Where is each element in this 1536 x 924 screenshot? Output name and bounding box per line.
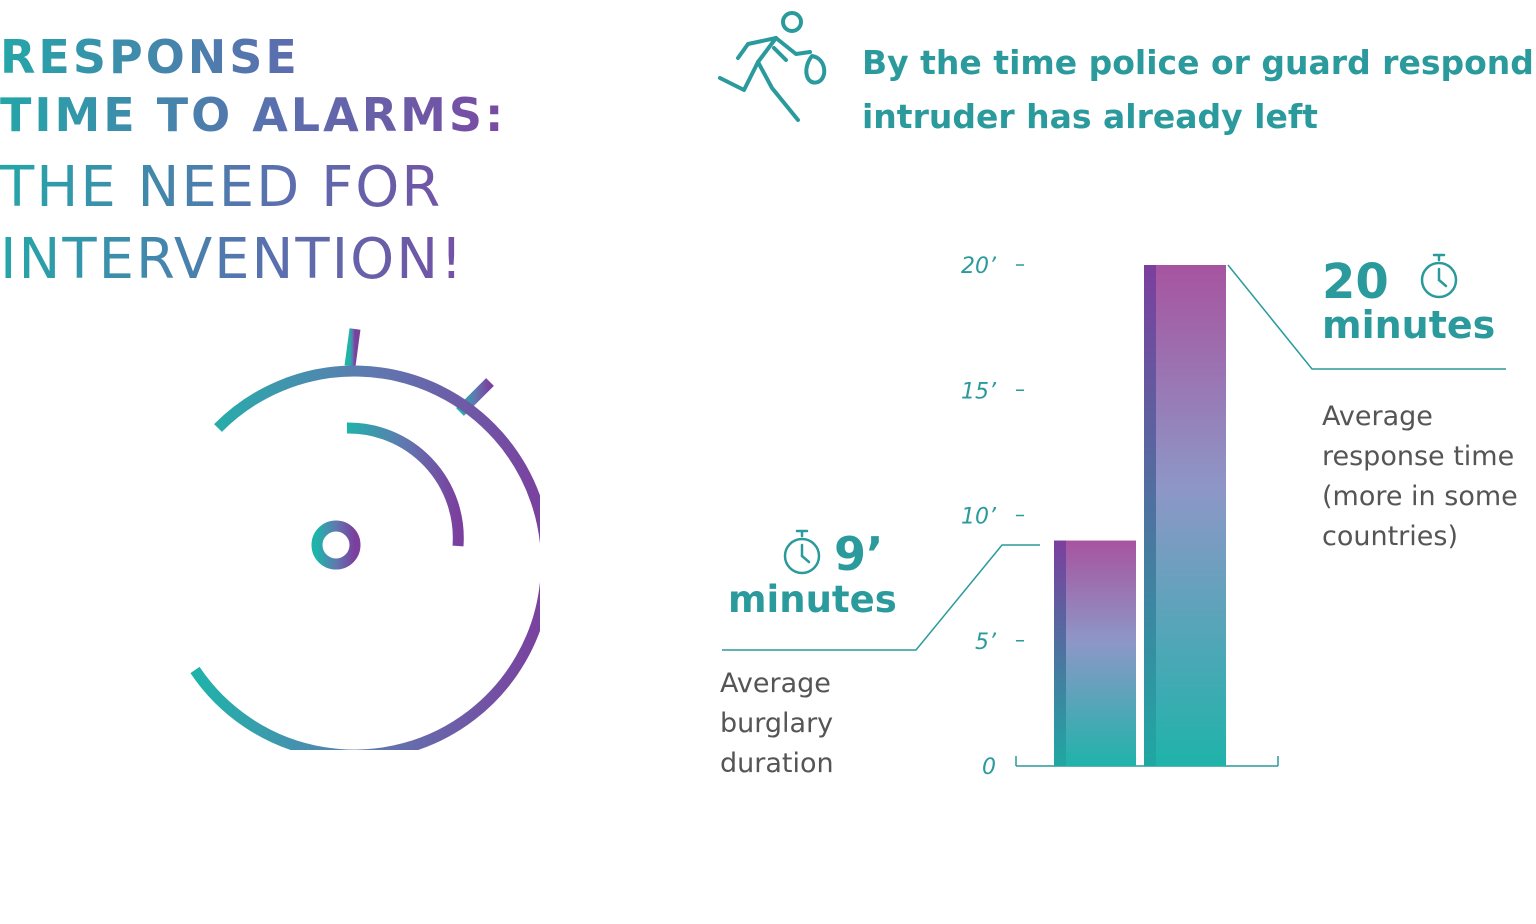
timer-icon (1420, 253, 1458, 299)
burglary-desc-line-1: Average (720, 668, 831, 699)
headline-line-4: INTERVENTION! (0, 224, 506, 296)
y-axis: 0 5’ 10’ 15’ 20’ (961, 254, 1024, 780)
response-value: 20 (1322, 254, 1389, 310)
stopwatch-icon (15, 323, 540, 750)
bar-edge-shade (1054, 540, 1066, 766)
callout-line-1: By the time police or guard respond (862, 43, 1534, 82)
headline: RESPONSE TIME TO ALARMS: THE NEED FOR IN… (0, 28, 506, 296)
bar-response-time (1144, 265, 1226, 766)
y-tick-label: 5’ (975, 630, 997, 655)
bar-edge-shade (1144, 265, 1156, 766)
response-description: Average response time (more in some coun… (1322, 397, 1518, 557)
response-desc-line-4: countries) (1322, 521, 1458, 552)
response-desc-line-3: (more in some (1322, 481, 1518, 512)
burglar-running-icon (718, 11, 827, 122)
y-tick-label: 20’ (961, 254, 997, 279)
headline-line-2: TIME TO ALARMS: (0, 88, 507, 142)
burglary-desc-line-3: duration (720, 748, 834, 779)
response-leader-line (1227, 264, 1506, 370)
response-unit: minutes (1322, 303, 1496, 347)
response-desc-line-2: response time (1322, 441, 1515, 472)
response-desc-line-1: Average (1322, 401, 1433, 432)
callout-line-2: intruder has already left (862, 97, 1318, 136)
headline-line-3: THE NEED FOR (0, 152, 506, 224)
burglary-unit: minutes (728, 578, 897, 621)
bar-burglary-duration (1054, 540, 1136, 766)
callout-title: By the time police or guard respond intr… (862, 36, 1534, 144)
burglary-description: Average burglary duration (720, 664, 834, 784)
y-tick-label: 10’ (961, 505, 997, 530)
headline-line-1: RESPONSE (0, 28, 506, 86)
y-tick-label: 0 (982, 755, 996, 780)
burglary-value: 9’ (834, 527, 884, 581)
y-tick-label: 15’ (961, 379, 997, 404)
timer-icon (783, 529, 821, 575)
burglary-leader-line (722, 544, 1040, 651)
burglary-desc-line-2: burglary (720, 708, 834, 739)
